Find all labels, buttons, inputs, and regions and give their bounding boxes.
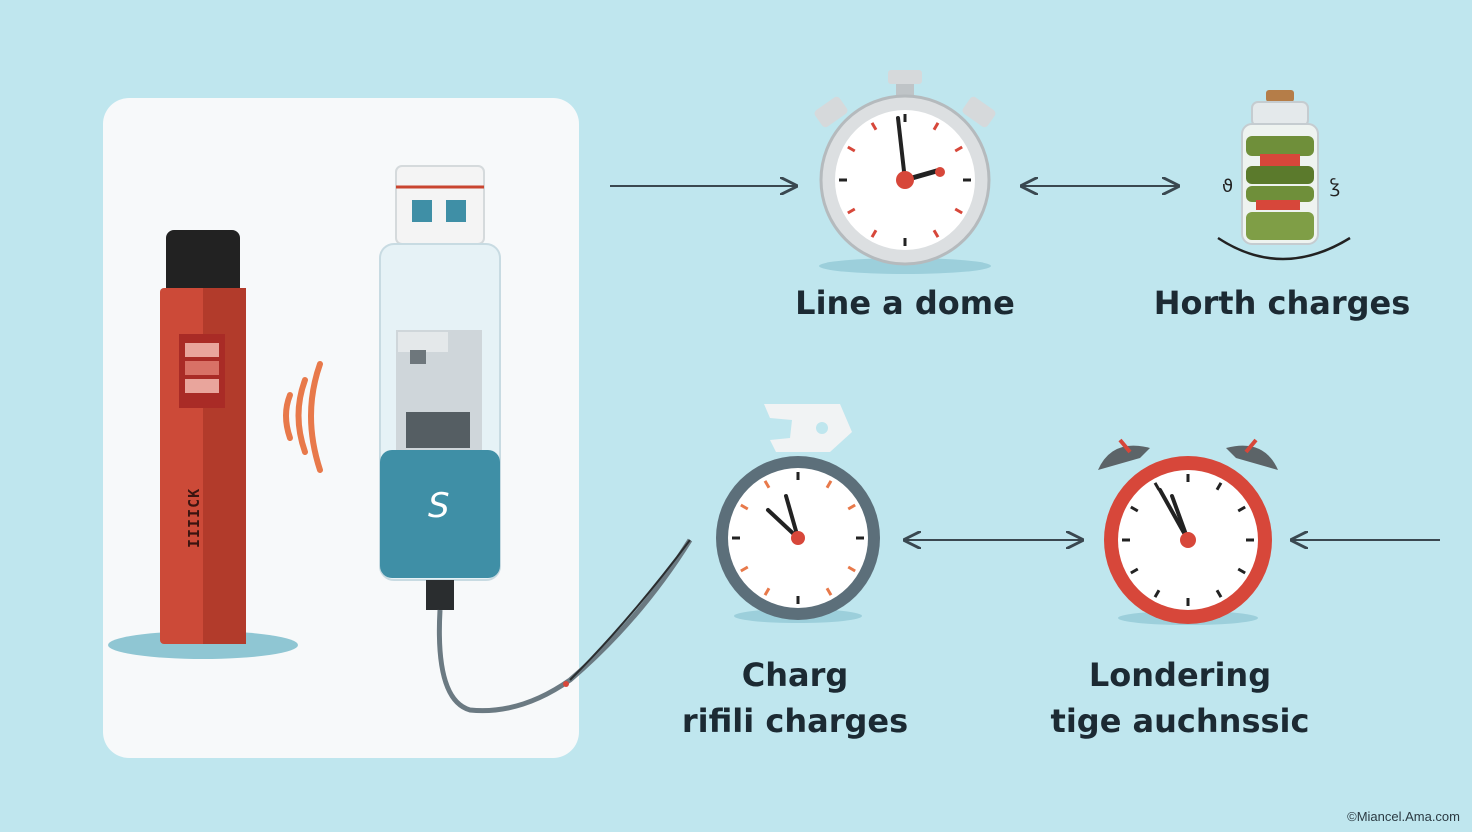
clock-tick bbox=[1153, 482, 1161, 491]
clock-tick bbox=[763, 480, 771, 489]
battery-jar-icon: ϑ Ꝣ bbox=[1217, 90, 1351, 261]
usb-lightning-symbol: S bbox=[428, 486, 450, 526]
clock-tick bbox=[932, 229, 940, 238]
label-alarm-clock: Londering tige auchnssic bbox=[1050, 652, 1310, 744]
clock-tick bbox=[763, 587, 771, 596]
svg-text:ϑ: ϑ bbox=[1222, 176, 1233, 197]
label-battery: Horth charges bbox=[1150, 280, 1414, 326]
clock-tick bbox=[954, 207, 963, 215]
clock-tick bbox=[825, 587, 833, 596]
clock-tick bbox=[870, 122, 878, 131]
label-pocket-watch-line2: rifili charges bbox=[681, 702, 909, 740]
clock-tick bbox=[1130, 567, 1139, 575]
label-stopwatch-text: Line a dome bbox=[795, 284, 1015, 322]
clock-tick bbox=[1215, 482, 1223, 491]
usb-drive-icon bbox=[379, 165, 693, 714]
alarm-clock-icon bbox=[1098, 438, 1278, 625]
clock-tick bbox=[954, 145, 963, 153]
label-battery-text: Horth charges bbox=[1153, 284, 1411, 322]
clock-tick bbox=[1130, 505, 1139, 513]
label-pocket-watch-line1: Charg bbox=[741, 656, 849, 694]
clock-tick bbox=[847, 207, 856, 215]
signal-waves-icon bbox=[283, 361, 323, 473]
label-alarm-clock-line2: tige auchnssic bbox=[1050, 702, 1310, 740]
clock-tick bbox=[1215, 589, 1223, 598]
clock-tick bbox=[847, 503, 856, 511]
label-alarm-clock-line1: Londering bbox=[1088, 656, 1272, 694]
watermark: ©Miancel.Ama.com bbox=[1347, 809, 1460, 824]
clock-tick bbox=[847, 145, 856, 153]
stopwatch-icon bbox=[814, 70, 996, 274]
label-pocket-watch: Charg rifili charges bbox=[680, 652, 910, 744]
clock-tick bbox=[870, 229, 878, 238]
device-brand-mark: IIIICK bbox=[185, 487, 203, 548]
clock-tick bbox=[847, 565, 856, 573]
label-stopwatch: Line a dome bbox=[790, 280, 1020, 326]
clock-tick bbox=[1153, 589, 1161, 598]
vape-pen-icon bbox=[108, 230, 298, 659]
clock-tick bbox=[932, 122, 940, 131]
svg-text:Ꝣ: Ꝣ bbox=[1330, 176, 1340, 197]
clock-tick bbox=[1237, 505, 1246, 513]
clock-tick bbox=[740, 503, 749, 511]
pocket-watch-icon bbox=[716, 404, 880, 623]
clock-tick bbox=[825, 480, 833, 489]
clock-tick bbox=[740, 565, 749, 573]
clock-tick bbox=[1237, 567, 1246, 575]
